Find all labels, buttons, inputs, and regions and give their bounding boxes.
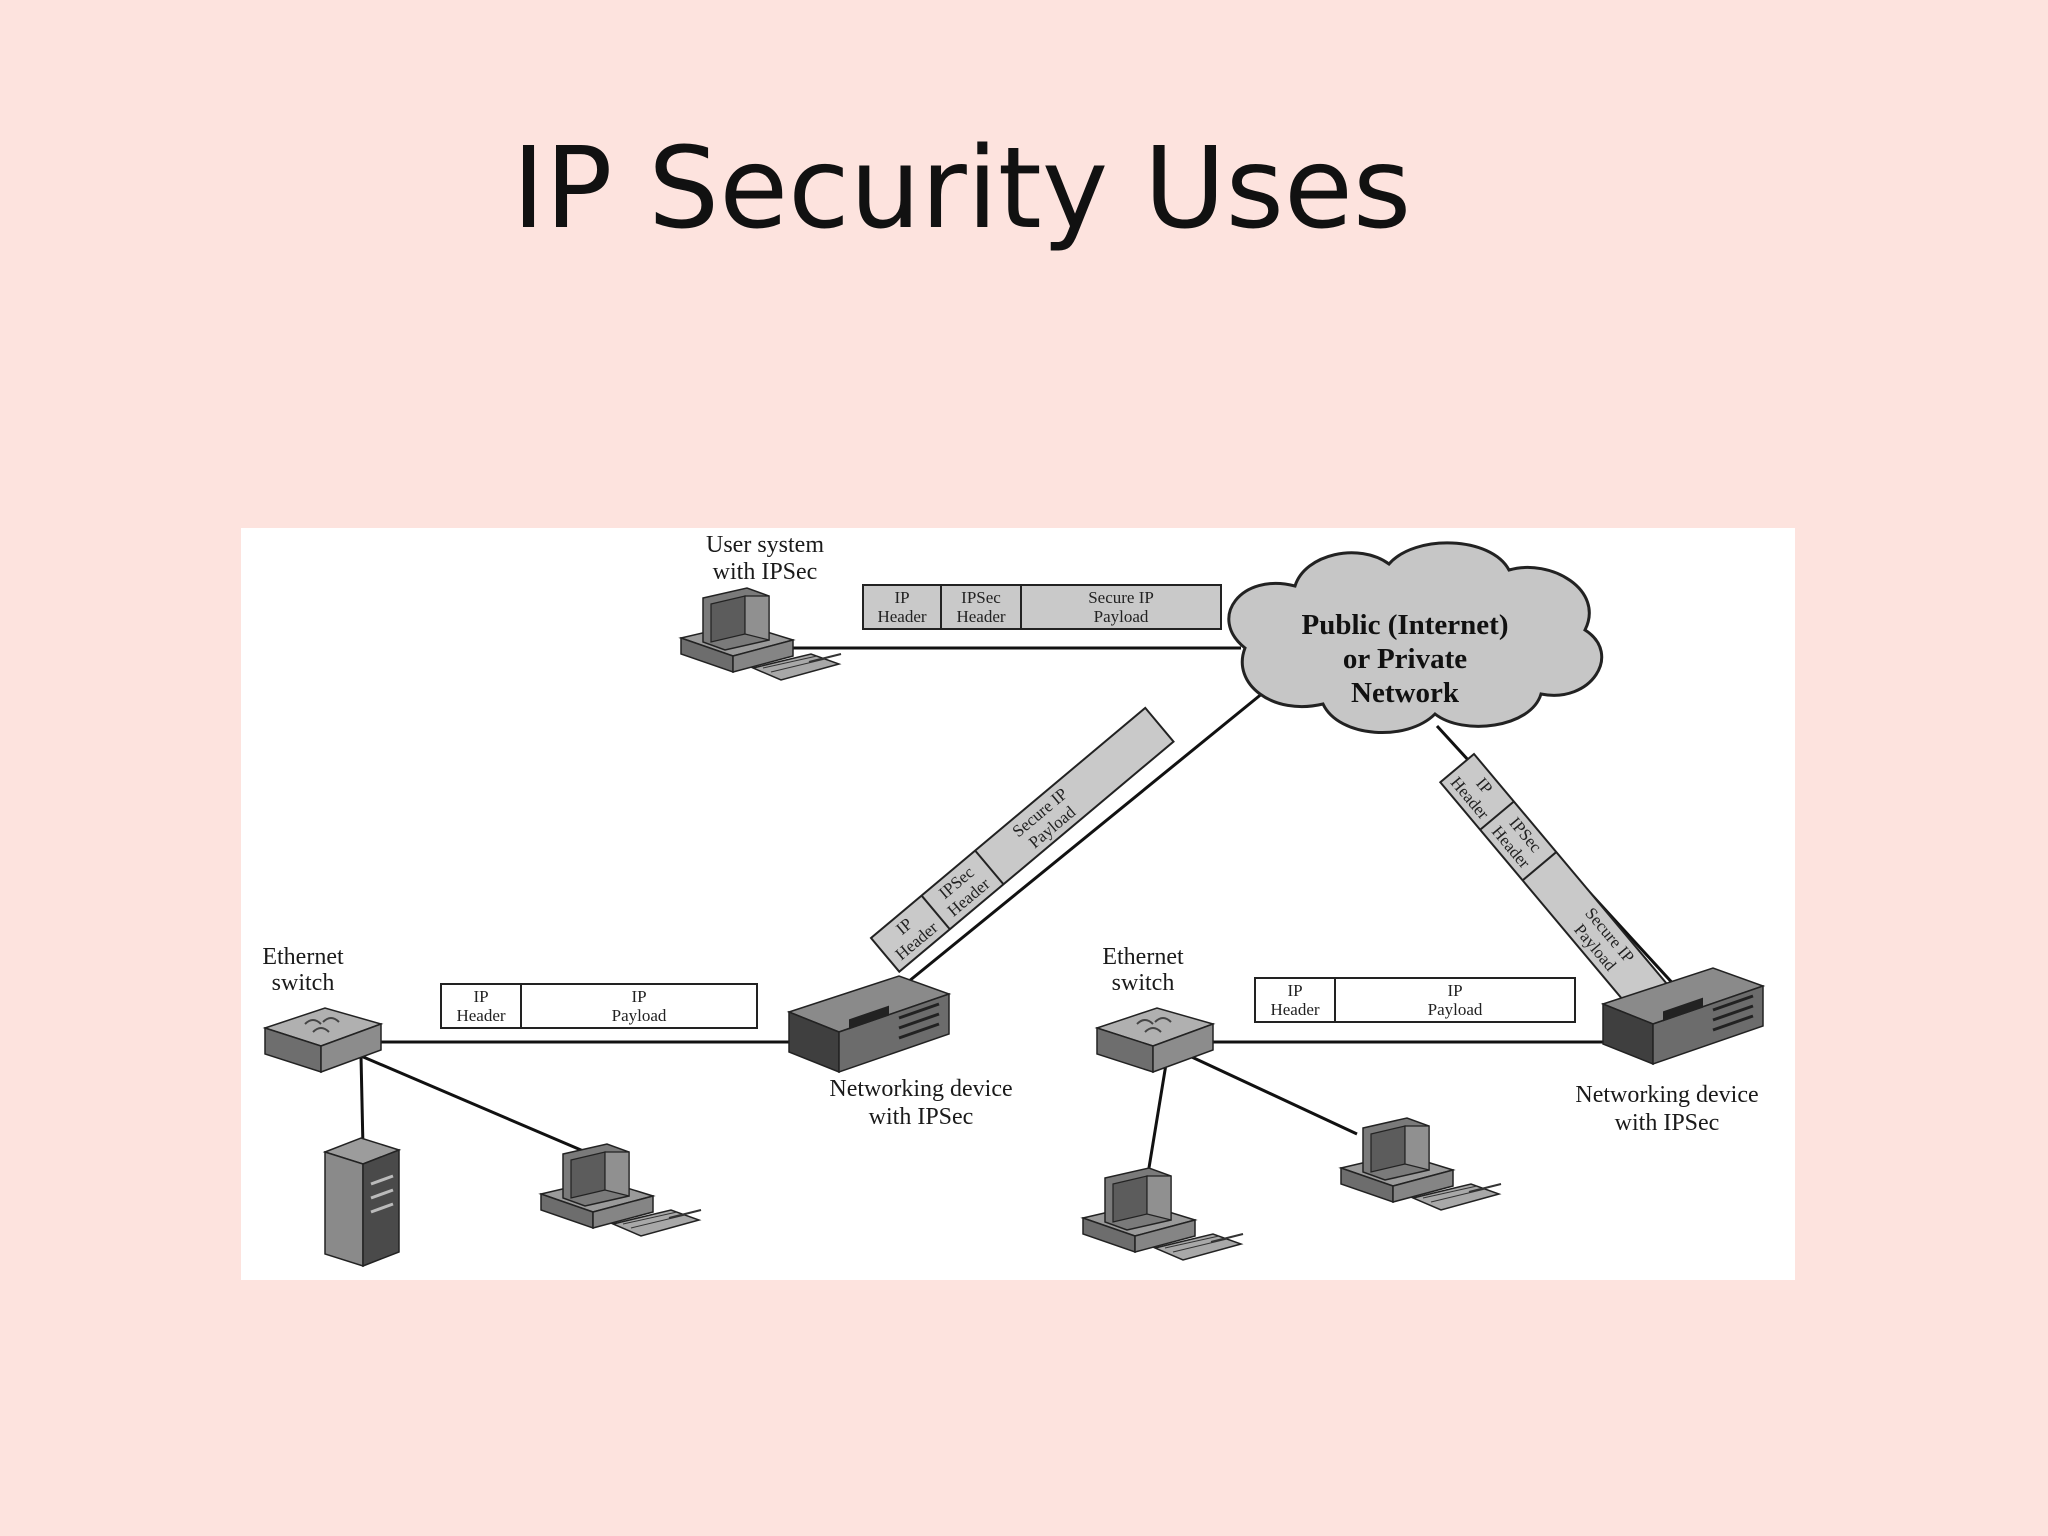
- ipsec-network-diagram: Public (Internet) or Private Network Use…: [241, 528, 1795, 1280]
- cloud-label-line1: Public (Internet): [1302, 609, 1509, 641]
- ethernet-switch-right: [1096, 1007, 1214, 1073]
- packet-payload-label: IP: [1447, 981, 1462, 1000]
- packet-ip-header-label: IP: [894, 588, 909, 607]
- cloud-label-line2: or Private: [1343, 643, 1467, 675]
- public-private-network-cloud: Public (Internet) or Private Network: [1227, 541, 1604, 735]
- packet-plain-left: IP Header IP Payload: [440, 983, 758, 1029]
- workstation-right-upper: [1340, 1117, 1502, 1211]
- eth-switch-right-label-line2: switch: [1112, 970, 1175, 996]
- workstation-left: [540, 1143, 702, 1237]
- packet-ip-header-label: Header: [456, 1006, 505, 1025]
- cloud-label-line3: Network: [1351, 677, 1460, 709]
- user-system-pc: [680, 587, 842, 681]
- server-left: [323, 1136, 401, 1268]
- packet-ip-header-label: Header: [877, 607, 926, 626]
- netdev-left-label-line2: with IPSec: [869, 1104, 974, 1130]
- packet-ip-header-label: IP: [473, 987, 488, 1006]
- netdev-left-label-line1: Networking device: [829, 1076, 1012, 1102]
- workstation-right-lower: [1082, 1167, 1244, 1261]
- packet-payload-label: Payload: [1428, 1000, 1483, 1019]
- packet-payload-label: Secure IP: [1088, 588, 1154, 607]
- user-system-label-line1: User system: [706, 532, 824, 558]
- netdev-right-label-line2: with IPSec: [1615, 1110, 1720, 1136]
- eth-switch-left-label-line2: switch: [272, 970, 335, 996]
- packet-secure-top: IP Header IPSec Header Secure IP Payload: [862, 584, 1222, 630]
- packet-ip-header-label: IP: [1287, 981, 1302, 1000]
- netdev-right-label-line1: Networking device: [1575, 1082, 1758, 1108]
- packet-ipsec-header-label: IPSec: [961, 588, 1001, 607]
- eth-switch-left-label-line1: Ethernet: [262, 944, 344, 970]
- networking-device-left: [787, 974, 951, 1074]
- packet-payload-label: Payload: [1094, 607, 1149, 626]
- packet-payload-label: IP: [631, 987, 646, 1006]
- packet-ip-header-label: Header: [1270, 1000, 1319, 1019]
- packet-secure-left-diagonal: IP Header IPSec Header Secure IP Payload: [869, 706, 1175, 974]
- packet-payload-label: Payload: [612, 1006, 667, 1025]
- slide-title: IP Security Uses: [512, 124, 1412, 254]
- eth-switch-right-label-line1: Ethernet: [1102, 944, 1184, 970]
- ethernet-switch-left: [264, 1007, 382, 1073]
- packet-ipsec-header-label: Header: [956, 607, 1005, 626]
- user-system-label-line2: with IPSec: [713, 559, 818, 585]
- packet-plain-right: IP Header IP Payload: [1254, 977, 1576, 1023]
